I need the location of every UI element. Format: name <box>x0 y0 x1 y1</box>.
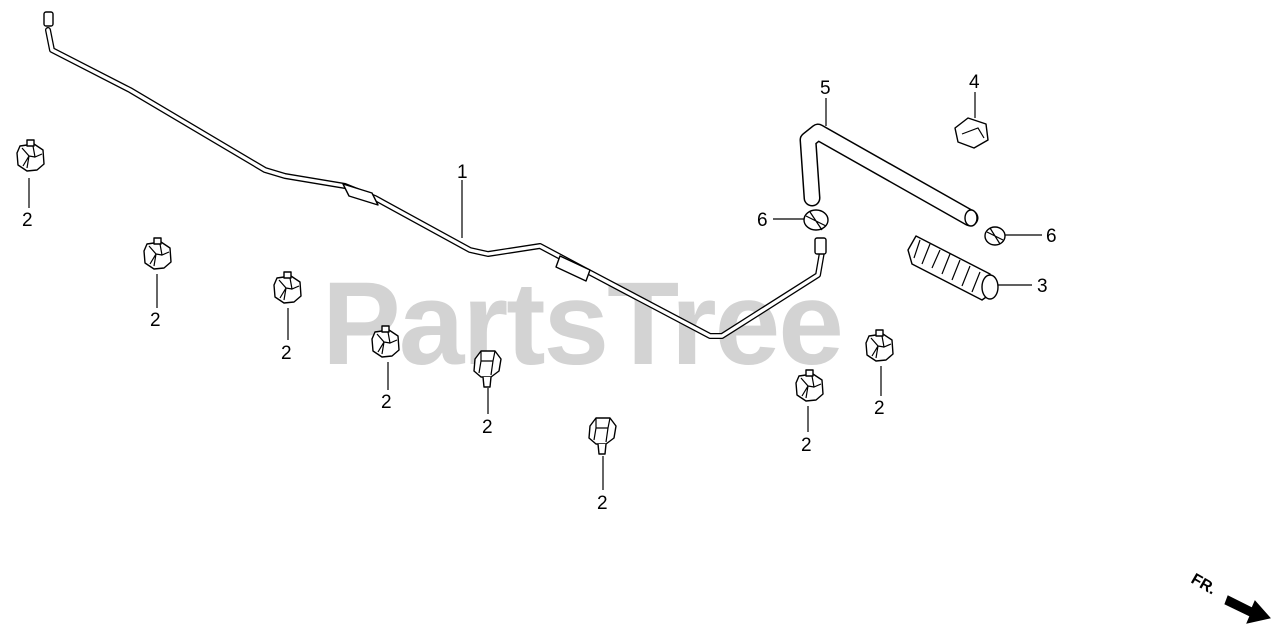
callout-6-left: 6 <box>757 210 768 231</box>
hose-part-5 <box>799 123 979 227</box>
callout-2-b: 2 <box>150 310 161 331</box>
tube-part-1 <box>43 11 827 339</box>
arrow-icon <box>1224 595 1271 624</box>
clip-part-2-a <box>16 139 45 172</box>
callout-6-right: 6 <box>1046 226 1057 247</box>
front-label: FR. <box>1188 571 1219 599</box>
clamp-part-6-left <box>803 209 829 231</box>
callout-3: 3 <box>1037 276 1048 297</box>
callout-2-g: 2 <box>801 435 812 456</box>
callout-2-a: 2 <box>22 210 33 231</box>
clip-part-2-b <box>143 237 172 270</box>
front-direction-indicator: FR. <box>1188 571 1271 624</box>
callout-5: 5 <box>820 78 831 99</box>
callout-2-e: 2 <box>482 417 493 438</box>
callout-2-h: 2 <box>874 398 885 419</box>
clip-part-2-f <box>588 417 617 455</box>
clamp-part-6-right <box>984 226 1006 246</box>
boot-part-3 <box>907 235 999 301</box>
callout-4: 4 <box>969 72 980 93</box>
clamp-part-4 <box>954 117 989 149</box>
callout-2-f: 2 <box>597 493 608 514</box>
clip-part-2-c <box>273 271 302 304</box>
callout-2-c: 2 <box>281 343 292 364</box>
leader-lines <box>28 92 1042 490</box>
callout-1: 1 <box>457 162 468 183</box>
clip-part-2-h <box>865 329 894 362</box>
callout-2-d: 2 <box>381 392 392 413</box>
